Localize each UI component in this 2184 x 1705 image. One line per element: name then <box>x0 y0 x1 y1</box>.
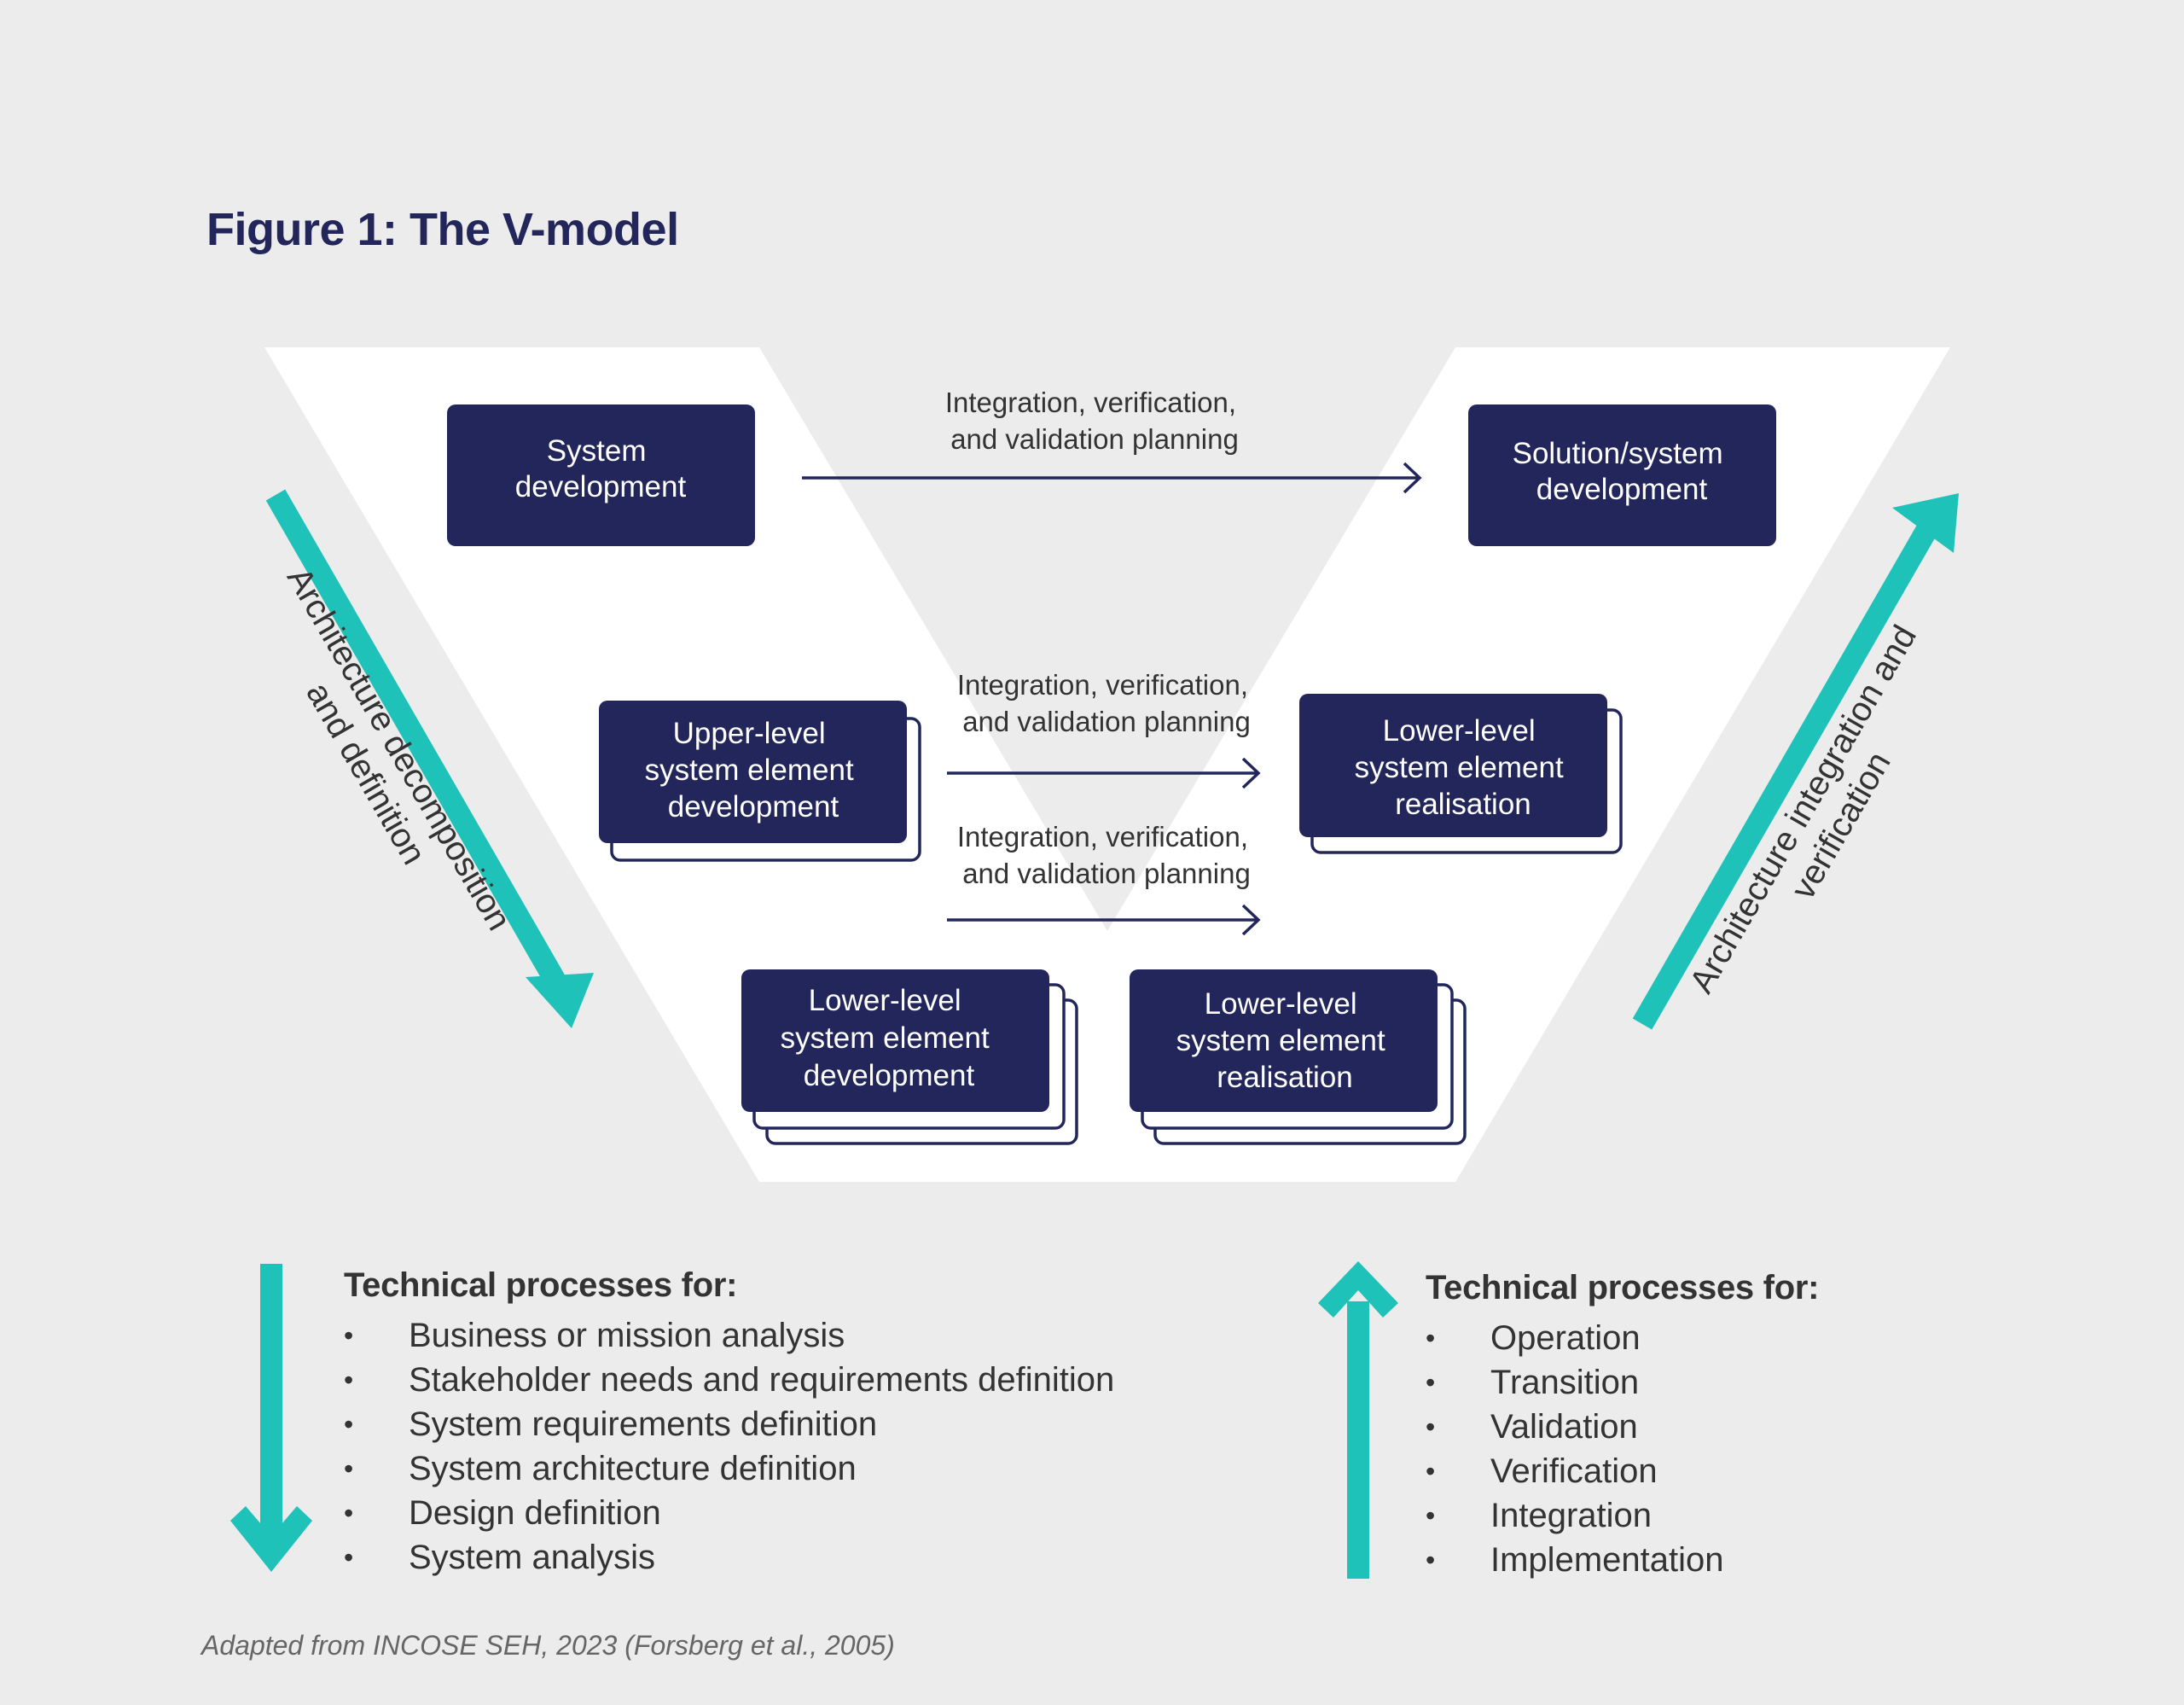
process-list-right: •Operation •Transition •Validation •Veri… <box>1426 1316 1819 1582</box>
arrow-down-icon <box>230 1264 312 1572</box>
flow-arrow-top <box>802 462 1422 494</box>
arrow-decomposition-icon <box>265 489 594 1028</box>
list-item: •Transition <box>1426 1360 1819 1405</box>
figure-caption: Adapted from INCOSE SEH, 2023 (Forsberg … <box>201 1630 895 1661</box>
arrow-up-icon <box>1318 1261 1398 1579</box>
list-item: •System architecture definition <box>344 1446 1114 1491</box>
box-lower-level-development: Lower-level system element development <box>741 969 1078 1145</box>
flow-label-mid-lower: Integration, verification, and validatio… <box>957 821 1256 889</box>
flow-arrow-mid-lower <box>947 904 1261 936</box>
list-heading-left: Technical processes for: <box>344 1266 738 1304</box>
box-lower-level-realisation-bottom-label: Lower-level system element realisation <box>1176 987 1394 1094</box>
box-lower-level-realisation-mid-label: Lower-level system element realisation <box>1355 714 1572 821</box>
box-lower-level-development-label: Lower-level system element development <box>781 984 998 1092</box>
list-item: •Design definition <box>344 1491 1114 1535</box>
bullet-icon: • <box>1426 1323 1436 1353</box>
bullet-icon: • <box>344 1542 354 1573</box>
bullet-icon: • <box>344 1365 354 1395</box>
box-lower-level-realisation-bottom: Lower-level system element realisation <box>1130 969 1467 1145</box>
technical-processes-left: Technical processes for: •Business or mi… <box>344 1266 1114 1580</box>
box-solution-system-development: Solution/system development <box>1468 404 1776 546</box>
bullet-icon: • <box>344 1453 354 1484</box>
list-item: •Operation <box>1426 1316 1819 1360</box>
bullet-icon: • <box>344 1498 354 1528</box>
list-item: •System requirements definition <box>344 1402 1114 1446</box>
box-lower-level-realisation-mid: Lower-level system element realisation <box>1299 694 1623 854</box>
box-upper-level-development-label: Upper-level system element development <box>645 717 863 823</box>
bullet-icon: • <box>344 1409 354 1440</box>
list-item: •Implementation <box>1426 1538 1819 1582</box>
flow-arrow-mid-upper <box>947 757 1261 789</box>
bullet-icon: • <box>344 1320 354 1351</box>
arrow-integration-icon <box>1632 493 1959 1030</box>
technical-processes-right: Technical processes for: •Operation •Tra… <box>1426 1269 1819 1582</box>
list-heading-right: Technical processes for: <box>1426 1269 1820 1306</box>
box-upper-level-development: Upper-level system element development <box>599 701 921 862</box>
box-system-development: System development <box>447 404 755 546</box>
list-item: •Validation <box>1426 1405 1819 1449</box>
process-list-left: •Business or mission analysis •Stakehold… <box>344 1313 1114 1580</box>
list-item: •Stakeholder needs and requirements defi… <box>344 1358 1114 1402</box>
list-item: •Verification <box>1426 1449 1819 1493</box>
box-solution-system-development-label: Solution/system development <box>1513 437 1732 506</box>
box-system-development-label: System development <box>515 434 687 503</box>
figure-title: Figure 1: The V-model <box>206 204 679 255</box>
list-item: •System analysis <box>344 1535 1114 1580</box>
flow-label-top: Integration, verification, and validatio… <box>945 387 1244 455</box>
list-item: •Business or mission analysis <box>344 1313 1114 1358</box>
list-item: •Integration <box>1426 1493 1819 1538</box>
v-shape-background <box>264 347 1950 1182</box>
bullet-icon: • <box>1426 1545 1436 1575</box>
flow-label-mid-upper: Integration, verification, and validatio… <box>957 669 1256 737</box>
bullet-icon: • <box>1426 1456 1436 1487</box>
bullet-icon: • <box>1426 1500 1436 1531</box>
bullet-icon: • <box>1426 1367 1436 1398</box>
bullet-icon: • <box>1426 1411 1436 1442</box>
